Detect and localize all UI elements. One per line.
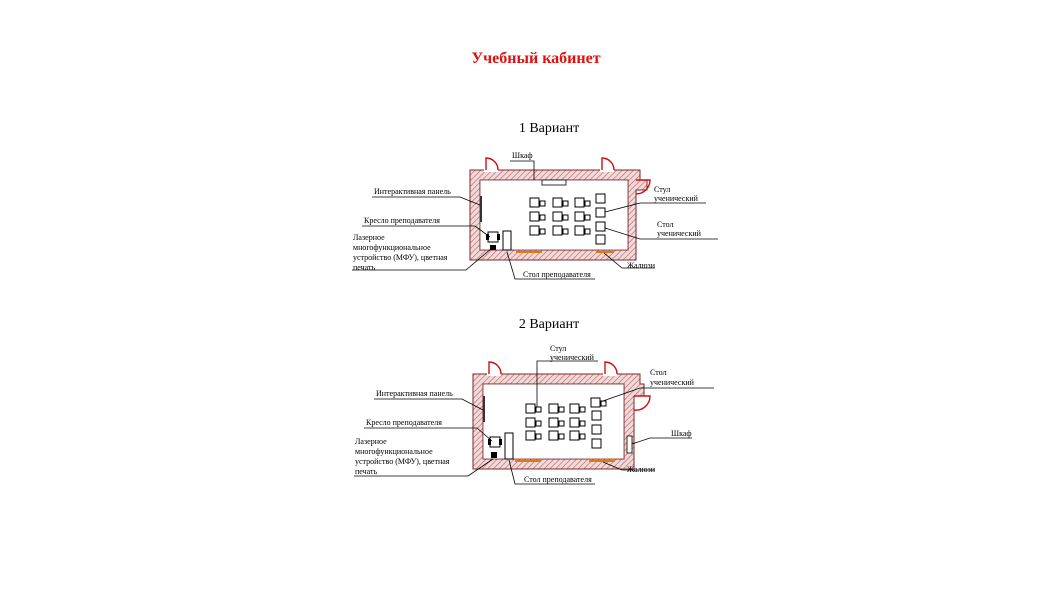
page-title: Учебный кабинет — [471, 50, 601, 67]
label-teacher-desk: Стол преподавателя — [524, 475, 592, 484]
interactive-panel — [480, 196, 482, 222]
mfu — [491, 452, 497, 458]
door-left — [487, 361, 502, 376]
teacher-chair — [488, 436, 502, 448]
label-blinds: Жалюзи — [627, 465, 656, 474]
cabinet — [541, 179, 567, 186]
door-left — [484, 157, 499, 172]
label-teacher-desk: Стол преподавателя — [523, 270, 591, 279]
door-top-right — [603, 361, 618, 376]
student-desks — [525, 397, 607, 449]
teacher-desk — [504, 432, 514, 460]
leader-lines — [354, 360, 714, 485]
leader-lines — [352, 160, 718, 280]
variant-2-title: 2 Вариант — [518, 317, 580, 332]
label-student-chair: Стул ученический — [550, 344, 595, 362]
label-student-desk: Стол ученический — [650, 368, 695, 387]
blinds-right — [589, 460, 615, 462]
label-interactive-panel: Интерактивная панель — [376, 389, 453, 398]
label-student-chair: Стул ученический — [654, 185, 699, 203]
door-top-right — [600, 157, 615, 172]
door-right — [633, 395, 651, 411]
label-blinds: Жалюзи — [627, 261, 656, 270]
blinds-left — [515, 460, 541, 462]
door-right — [635, 179, 651, 195]
label-mfu: Лазерное многофункциональное устройство … — [355, 437, 451, 476]
label-teacher-chair: Кресло преподавателя — [364, 216, 440, 225]
interactive-panel — [483, 396, 485, 422]
blinds-left — [516, 251, 542, 253]
mfu — [490, 245, 496, 250]
teacher-desk — [502, 230, 512, 251]
label-interactive-panel: Интерактивная панель — [374, 187, 451, 196]
variant-2-plan: Стул ученический Стол ученический Интера… — [354, 344, 714, 485]
label-cabinet: Шкаф — [512, 151, 533, 160]
student-desks — [529, 193, 606, 245]
variant-1-title: 1 Вариант — [518, 121, 580, 136]
label-mfu: Лазерное многофункциональное устройство … — [353, 233, 449, 272]
label-cabinet: Шкаф — [671, 429, 692, 438]
teacher-chair — [486, 231, 500, 243]
cabinet — [626, 435, 633, 454]
blinds-right — [596, 251, 614, 253]
label-teacher-chair: Кресло преподавателя — [366, 418, 442, 427]
variant-1-plan: Шкаф Интерактивная панель Кресло препода… — [352, 151, 718, 280]
label-student-desk: Стол ученический — [657, 220, 702, 238]
